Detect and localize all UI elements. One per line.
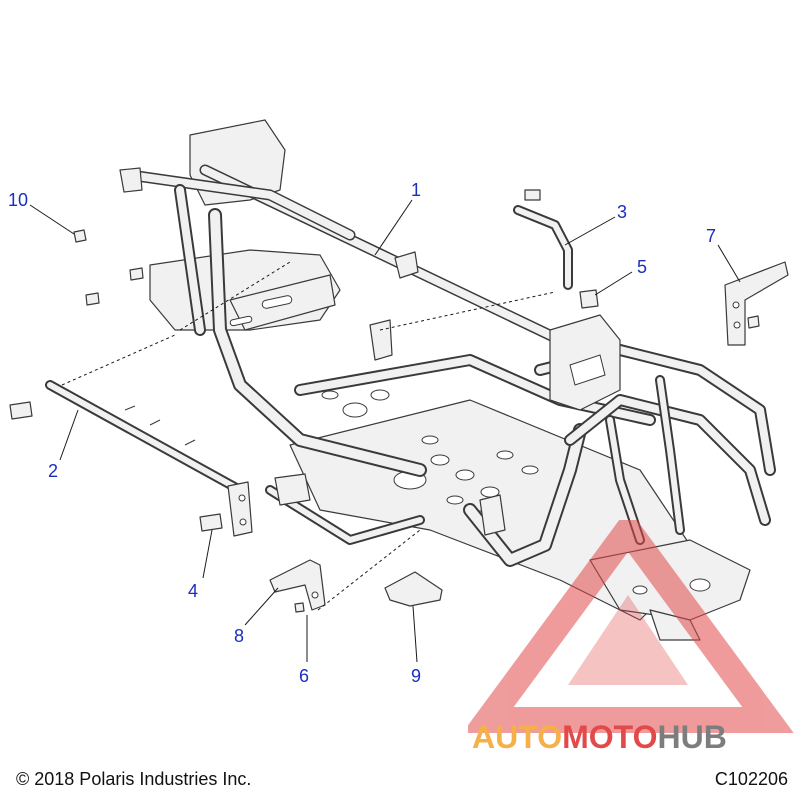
callout-8: 8 xyxy=(234,626,244,646)
callout-1: 1 xyxy=(411,180,421,200)
callout-9: 9 xyxy=(411,666,421,686)
bolt-10 xyxy=(73,229,87,243)
bolt-4 xyxy=(9,267,223,532)
cover-plate xyxy=(384,571,443,607)
rear-bracket xyxy=(724,261,789,346)
automotohub-watermark: AUTOMOTOHUB xyxy=(468,520,794,755)
callout-2: 2 xyxy=(48,461,58,481)
clip-5 xyxy=(579,289,599,309)
watermark-hub: HUB xyxy=(657,719,726,755)
diagram-code: C102206 xyxy=(714,769,788,789)
front-bracket xyxy=(269,559,326,611)
grab-handle xyxy=(513,189,573,290)
callout-7: 7 xyxy=(706,226,716,246)
callout-4: 4 xyxy=(188,581,198,601)
copyright-notice: © 2018 Polaris Industries Inc. xyxy=(16,769,252,789)
crossmember-tube xyxy=(45,380,253,537)
watermark-auto: AUTO xyxy=(472,719,562,755)
callout-5: 5 xyxy=(637,257,647,277)
watermark-text: AUTOMOTOHUB xyxy=(472,719,727,755)
callout-3: 3 xyxy=(617,202,627,222)
watermark-moto: MOTO xyxy=(562,719,657,755)
callout-labels: 1 2 3 4 5 6 7 8 9 10 xyxy=(8,180,716,686)
watermark-triangle-logo xyxy=(468,520,794,733)
dashed-guide-lines xyxy=(61,261,556,611)
callout-10: 10 xyxy=(8,190,28,210)
screw-6 xyxy=(294,602,305,613)
callout-6: 6 xyxy=(299,666,309,686)
leader-lines xyxy=(29,199,741,663)
